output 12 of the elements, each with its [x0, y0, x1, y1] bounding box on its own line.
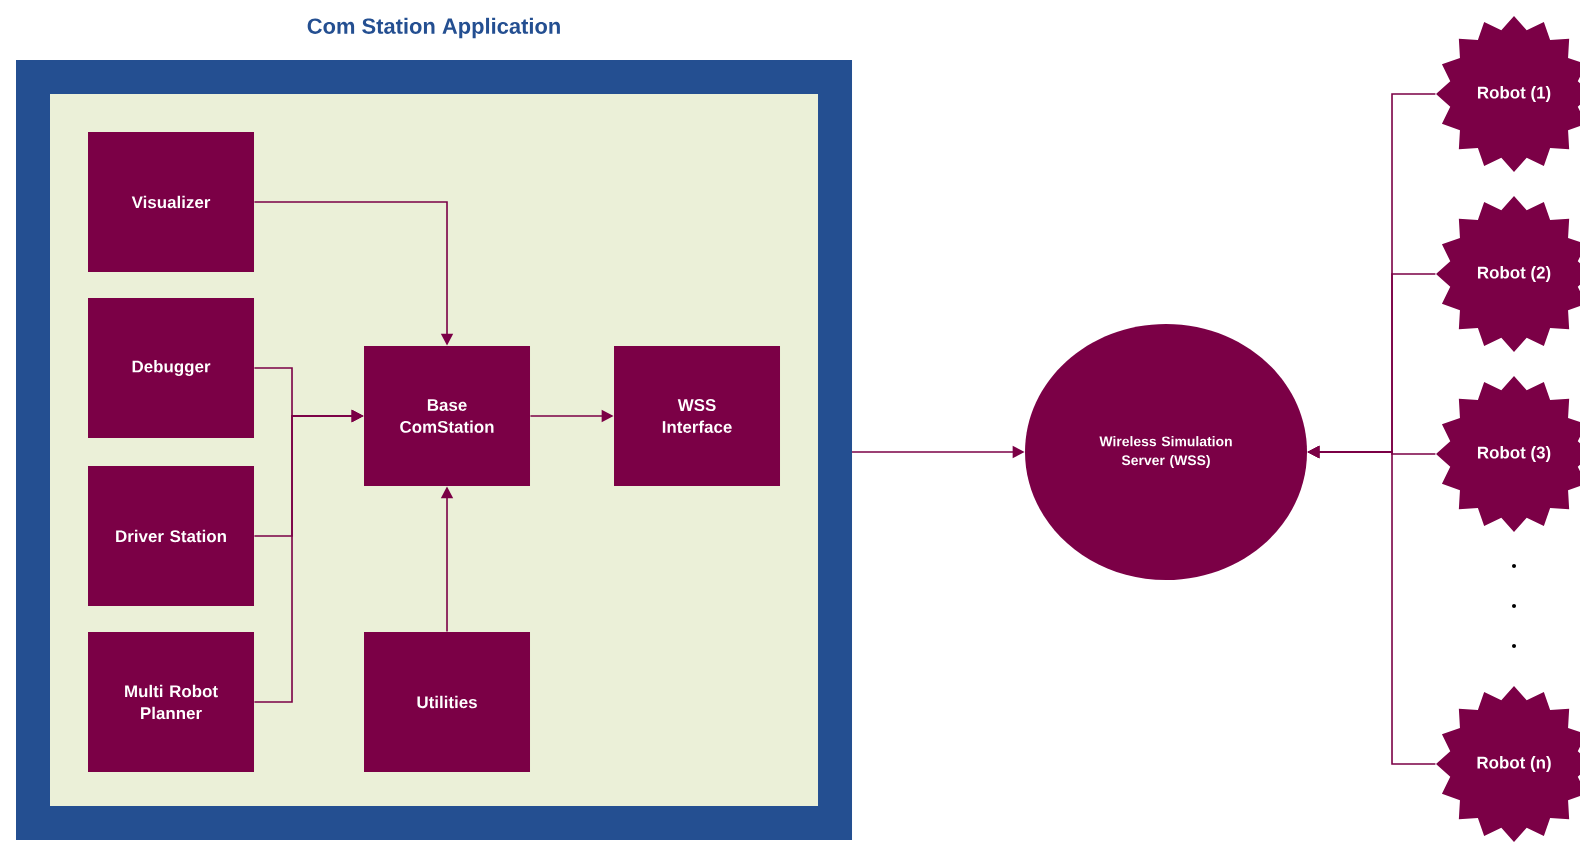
module-box: WSS Interface — [614, 346, 780, 486]
module-box: Debugger — [88, 298, 254, 438]
module-box: Driver Station — [88, 466, 254, 606]
module-box: Visualizer — [88, 132, 254, 272]
module-box: Multi Robot Planner — [88, 632, 254, 772]
node-label: Com Station Application — [307, 17, 560, 39]
module-box: Utilities — [364, 632, 530, 772]
module-box: Base ComStation — [364, 346, 530, 486]
robot-starburst: Robot (2) — [1436, 196, 1580, 352]
robot-starburst: Robot (1) — [1436, 16, 1580, 172]
robot-starburst: Robot (3) — [1436, 376, 1580, 532]
robot-starburst: Robot (n) — [1436, 686, 1580, 842]
